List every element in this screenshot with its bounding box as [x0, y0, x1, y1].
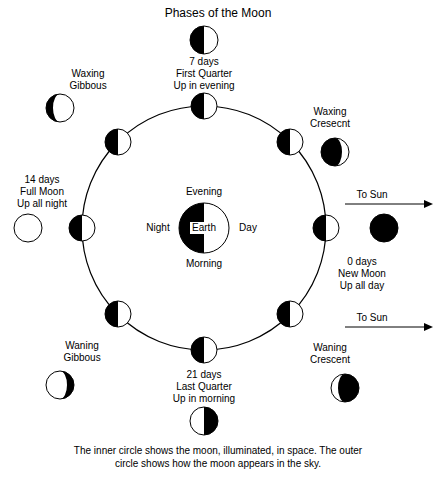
orbit-circle: [82, 106, 326, 350]
sun-label: To Sun: [356, 312, 387, 324]
phase-name: New Moon: [338, 268, 386, 280]
phase-name: Full Moon: [20, 186, 64, 198]
full-moon-icon: [14, 214, 42, 242]
earth-side-label: Day: [239, 222, 257, 234]
day-count: 21 days: [186, 369, 221, 381]
earth-side-label: Morning: [186, 258, 222, 270]
sun-arrow: [345, 200, 433, 208]
last-quarter-icon: [190, 407, 218, 435]
waning-gibbous-icon: [46, 371, 74, 399]
sun-arrow: [345, 323, 433, 331]
phase-name: Last Quarter: [176, 381, 232, 393]
phase-name: Waning Gibbous: [63, 340, 100, 364]
phase-name: Waxing Cresecnt: [310, 106, 350, 130]
earth-side-label: Evening: [186, 186, 222, 198]
visibility-note: Up in morning: [173, 393, 235, 405]
earth-side-label: Night: [146, 222, 169, 234]
waxing-gibbous-icon: [46, 94, 74, 122]
inner-moon: [105, 129, 131, 155]
day-count: 7 days: [189, 56, 218, 68]
sun-label: To Sun: [356, 189, 387, 201]
inner-moon: [313, 215, 339, 241]
diagram-caption: The inner circle shows the moon, illumin…: [68, 444, 368, 470]
phase-name: First Quarter: [176, 68, 232, 80]
phase-name: Waning Crescent: [310, 342, 350, 366]
earth-circle: Earth: [178, 202, 230, 254]
inner-moon: [191, 93, 217, 119]
inner-moon: [105, 301, 131, 327]
first-quarter-icon: [190, 26, 218, 54]
waxing-crescent-icon: [321, 138, 349, 166]
visibility-note: Up in evening: [173, 80, 234, 92]
diagram-title: Phases of the Moon: [0, 6, 436, 20]
visibility-note: Up all night: [17, 198, 67, 210]
new-moon-icon: [370, 214, 398, 242]
waning-crescent-icon: [331, 374, 359, 402]
inner-moon: [69, 215, 95, 241]
inner-moon: [277, 129, 303, 155]
inner-moon: [277, 301, 303, 327]
inner-moon: [191, 337, 217, 363]
day-count: 0 days: [347, 256, 376, 268]
day-count: 14 days: [24, 174, 59, 186]
phase-name: Waxing Gibbous: [69, 68, 106, 92]
visibility-note: Up all day: [340, 280, 384, 292]
earth-label: Earth: [190, 222, 218, 234]
